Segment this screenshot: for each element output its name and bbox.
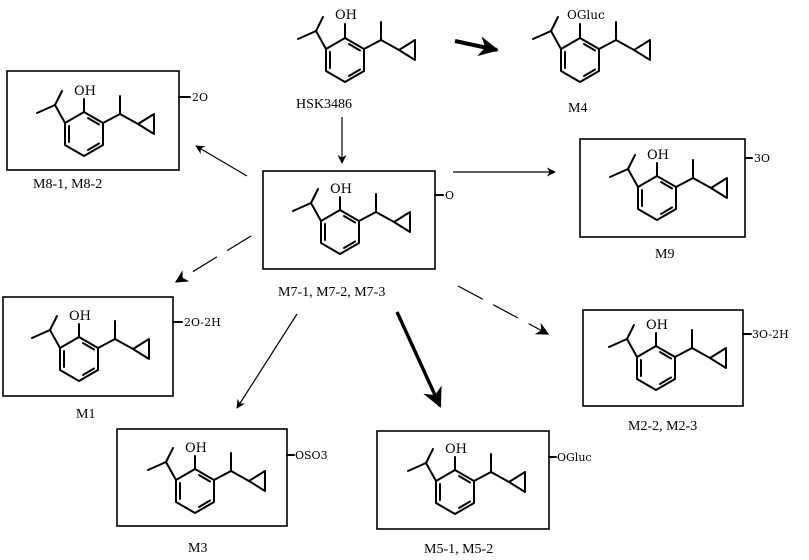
- compound-label-m7: M7-1, M7-2, M7-3: [278, 285, 385, 300]
- compound-label-m2: M2-2, M2-3: [628, 419, 697, 434]
- oh-group-label: OH: [74, 84, 96, 99]
- arrow-m7-to-m1: [174, 235, 252, 283]
- oh-group-label: OH: [69, 309, 91, 324]
- reaction-arrows: [174, 36, 556, 409]
- compound-label-m1: M1: [76, 407, 95, 422]
- compound-label-m8: M8-1, M8-2: [33, 177, 102, 192]
- modification-label-m5: OGluc: [557, 451, 592, 464]
- structure-box-m7: OH O M7-1, M7-2, M7-3: [262, 170, 454, 300]
- arrow-m7-to-m5: [395, 311, 442, 408]
- arrow-m7-to-m3: [236, 313, 298, 409]
- structure-box-m8: OH 2O M8-1, M8-2: [6, 70, 208, 192]
- modification-label-m1: 2O-2H: [184, 316, 221, 329]
- compound-label-m9: M9: [655, 247, 674, 262]
- oh-group-label: OH: [335, 8, 357, 23]
- modification-label-m3: OSO3: [295, 449, 328, 462]
- compound-label-hsk3486: HSK3486: [296, 97, 352, 112]
- arrow-m7-to-m2: [457, 285, 550, 335]
- structure-box-m2: OH 3O-2H M2-2, M2-3: [582, 309, 789, 434]
- oh-group-label: OH: [330, 182, 352, 197]
- arrow-hsk3486-to-m4: [454, 36, 499, 57]
- modification-label-m9: 3O: [754, 152, 770, 165]
- structure-box-m1: OH 2O-2H M1: [2, 296, 221, 422]
- structure-box-m5: OH OGluc M5-1, M5-2: [376, 430, 592, 557]
- oh-group-label: OH: [646, 318, 668, 333]
- modification-label-m2: 3O-2H: [752, 328, 789, 341]
- m4-oglucuronide-label: OGluc: [567, 8, 605, 22]
- compound-label-m3: M3: [188, 541, 207, 556]
- arrow-m7-to-m8: [195, 145, 248, 177]
- compound-label-m4: M4: [568, 101, 587, 116]
- structure-box-m9: OH 3O M9: [579, 138, 770, 262]
- structure-hsk3486: OH HSK3486: [296, 8, 416, 112]
- modification-label-m8: 2O: [192, 91, 208, 104]
- compound-label-m5: M5-1, M5-2: [424, 542, 493, 557]
- modification-label-m7: O: [445, 189, 454, 202]
- oh-group-label: OH: [647, 148, 669, 163]
- oh-group-label: OH: [185, 441, 207, 456]
- oh-group-label: OH: [445, 442, 467, 457]
- structure-box-m3: OH OSO3 M3: [116, 428, 328, 556]
- structure-m4: OGluc M4: [532, 8, 651, 116]
